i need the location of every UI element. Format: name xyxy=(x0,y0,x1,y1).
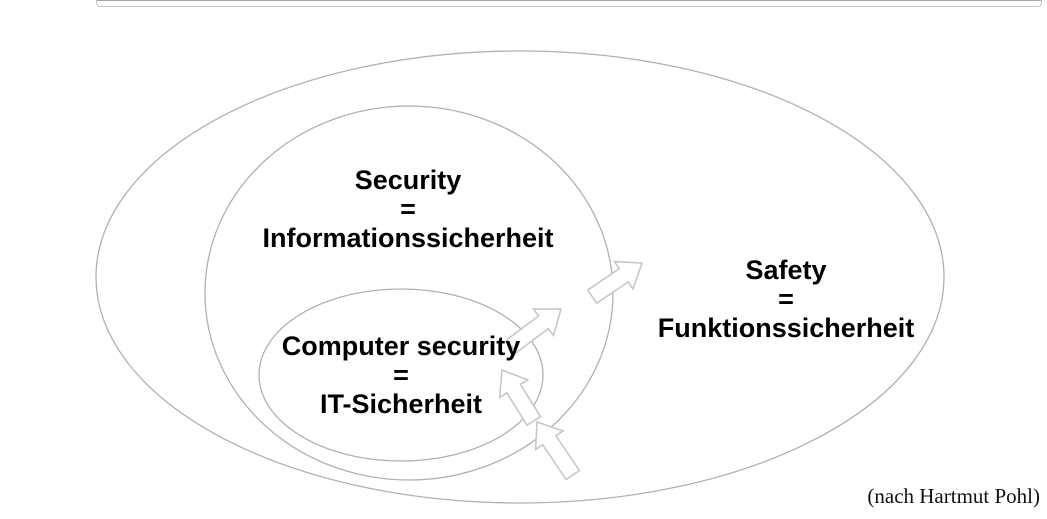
security-label-line-3: Informationssicherheit xyxy=(262,223,554,253)
inner-ellipse-it-sicherheit xyxy=(258,288,544,462)
block-arrow-bottom-inner-icon xyxy=(498,368,542,427)
security-label-line-1: Security xyxy=(354,165,462,195)
attribution-text: (nach Hartmut Pohl) xyxy=(867,484,1040,508)
safety-label-line-2: = xyxy=(778,284,794,314)
security-label-line-2: = xyxy=(400,194,416,224)
top-bar-remnant xyxy=(96,0,1042,7)
outer-ellipse-safety xyxy=(95,50,945,504)
block-arrow-top-outer-icon xyxy=(586,260,644,305)
middle-ellipse-security xyxy=(204,105,614,481)
computer-security-label-line-3: IT-Sicherheit xyxy=(319,389,483,419)
safety-label-line-3: Funktionssicherheit xyxy=(657,313,915,343)
safety-label: Safety = Funktionssicherheit xyxy=(636,256,936,343)
computer-security-label-line-2: = xyxy=(393,360,409,390)
block-arrow-top-inner-icon xyxy=(505,308,563,354)
block-arrow-bottom-outer-icon xyxy=(534,420,581,481)
security-label: Security = Informationssicherheit xyxy=(233,166,583,253)
computer-security-label-line-1: Computer security xyxy=(281,331,521,361)
computer-security-label: Computer security = IT-Sicherheit xyxy=(251,332,551,419)
safety-label-line-1: Safety xyxy=(745,255,827,285)
